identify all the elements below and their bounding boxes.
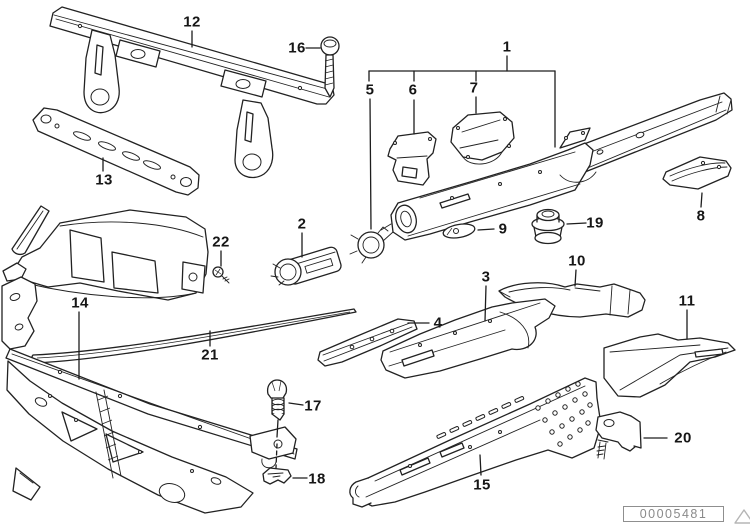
leader-line-15 [479,454,482,476]
leader-line-3 [484,285,487,322]
part-drawing-1 [380,92,733,242]
callout-label-11[interactable]: 11 [678,292,696,310]
callout-label-15[interactable]: 15 [473,476,491,494]
part-drawing-18 [262,467,292,485]
leader-line-10 [574,269,577,287]
part-drawing-13 [32,107,200,196]
part-drawing-21 [31,308,357,364]
part-drawing-7 [450,111,515,165]
leader-line-17-18-connector [276,419,279,438]
part-drawing-22 [212,266,230,284]
callout-label-21[interactable]: 21 [201,346,219,364]
leader-line-9 [477,228,495,231]
callout-label-14[interactable]: 14 [71,294,89,312]
part-drawing-16 [320,36,340,98]
leader-line-5 [369,98,372,230]
part-number-text: 00005481 [639,507,708,521]
part-15-perforations [535,381,593,447]
part-drawing-19 [531,208,565,245]
callout-label-5[interactable]: 5 [365,81,375,99]
callout-label-6[interactable]: 6 [408,81,418,99]
part-drawing-5 [349,226,389,264]
part-drawing-17 [266,379,288,421]
part-drawing-6 [387,131,437,186]
part-drawing-20 [595,411,642,460]
leader-line-19 [566,222,587,225]
part-drawing-2 [270,246,342,286]
callout-label-9[interactable]: 9 [498,220,508,238]
part-drawing-15 [349,377,602,508]
callout-label-7[interactable]: 7 [469,79,479,97]
part-drawing-11 [603,333,736,398]
callout-label-2[interactable]: 2 [297,215,307,233]
leader-line-17-18-connector-dashed [275,443,278,469]
callout-label-10[interactable]: 10 [568,252,586,270]
part-drawing-3 [380,298,556,379]
part-drawing-12 [49,6,335,179]
callout-label-20[interactable]: 20 [674,429,692,447]
leader-line-8 [700,192,703,208]
part-drawing-14 [1,262,298,514]
callout-label-13[interactable]: 13 [95,171,113,189]
headlight-panel-drawing [11,205,209,301]
callout-label-1[interactable]: 1 [502,38,512,56]
callout-label-3[interactable]: 3 [481,268,491,286]
part-drawing-8 [662,156,732,190]
callout-label-17[interactable]: 17 [304,397,322,415]
callout-label-19[interactable]: 19 [586,214,604,232]
leader-lines-layer [78,30,703,479]
callout-label-8[interactable]: 8 [696,207,706,225]
callout-label-4[interactable]: 4 [433,314,443,332]
callout-label-18[interactable]: 18 [308,470,326,488]
callout-label-22[interactable]: 22 [212,233,230,251]
callout-label-12[interactable]: 12 [183,13,201,31]
leader-line-17 [288,402,304,406]
callout-label-16[interactable]: 16 [288,39,306,57]
triangle-outline-icon [734,509,750,524]
part-number-box: 00005481 [623,506,724,522]
part-drawing-4 [317,318,418,367]
part-drawing-9 [442,223,476,239]
